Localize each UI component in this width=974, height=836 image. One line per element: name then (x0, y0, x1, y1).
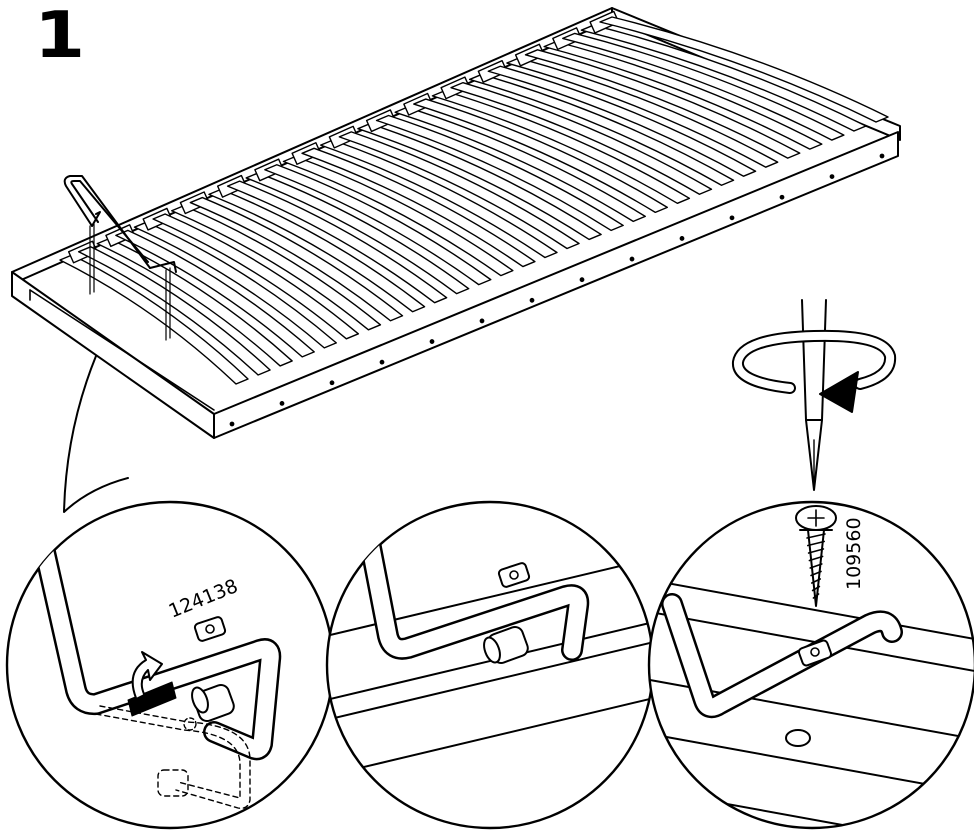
bed-slat (413, 98, 669, 214)
bed-slat (208, 188, 426, 313)
bed-slat (580, 24, 867, 132)
rail-hole (279, 400, 285, 406)
rail-hole (779, 194, 785, 200)
bed-slat (189, 196, 404, 322)
bed-slat (562, 32, 845, 141)
step-number: 1 (34, 0, 86, 73)
bed-slat (506, 57, 779, 168)
screw-thread (807, 548, 825, 554)
bed-slat (171, 205, 382, 331)
bed-slat (357, 122, 602, 241)
bed-slat (264, 164, 492, 286)
rail-hole (729, 215, 735, 221)
rail-hole (329, 380, 335, 386)
rail-hole (679, 236, 685, 241)
bed-slat (133, 221, 337, 349)
bed-slat (450, 81, 713, 195)
screw-thread (806, 533, 826, 539)
rail-hole (229, 421, 235, 427)
rail-hole (829, 174, 835, 180)
bed-slat (226, 180, 448, 304)
bed-slats (59, 10, 889, 385)
rail-hole (879, 153, 885, 159)
bed-base (11, 7, 901, 439)
bed-slat (543, 40, 823, 150)
screw-part-code: 109560 (843, 517, 865, 590)
screw-thread (806, 540, 826, 547)
screw-thread (811, 585, 821, 592)
bed-slat (115, 229, 315, 358)
bed-slat (59, 254, 249, 385)
rail-hole (429, 339, 435, 344)
screwdriver (801, 299, 827, 491)
bed-slat (245, 172, 470, 295)
rail-hole (529, 297, 535, 303)
wood-screw (795, 505, 837, 607)
detail-circle-screw (647, 500, 974, 830)
detail-circle-insert: 124138 (5, 500, 335, 830)
bed-slat (524, 49, 801, 159)
rail-hole (379, 359, 385, 365)
screw-thread (808, 555, 824, 562)
bed-slat (301, 147, 536, 268)
clockwise-rotation-arrow-icon (732, 329, 897, 413)
rail-hole (479, 318, 485, 324)
bed-slat (152, 213, 360, 340)
headrest-bracket (63, 175, 177, 341)
bed-slat (319, 139, 558, 259)
bed-slat (375, 114, 624, 232)
rail-hole (579, 277, 585, 283)
screw-thread (812, 593, 820, 599)
screw-thread (810, 570, 822, 577)
bed-slat (394, 106, 646, 223)
bed-slat (468, 73, 735, 186)
bed-slat (431, 90, 691, 205)
bed-slat (487, 65, 757, 177)
bed-slat (599, 16, 889, 123)
screw-thread (810, 578, 822, 584)
bed-slat (338, 131, 580, 250)
screw-thread (809, 563, 823, 569)
bed-slat (77, 246, 271, 376)
screw-threads (806, 533, 826, 599)
turn-arrow-icon (131, 651, 163, 699)
rail-hole (629, 256, 635, 262)
detail-circle-cap (325, 500, 655, 830)
rail-holes (229, 153, 885, 427)
bed-slat (282, 155, 514, 277)
callout-bubble (63, 355, 129, 513)
